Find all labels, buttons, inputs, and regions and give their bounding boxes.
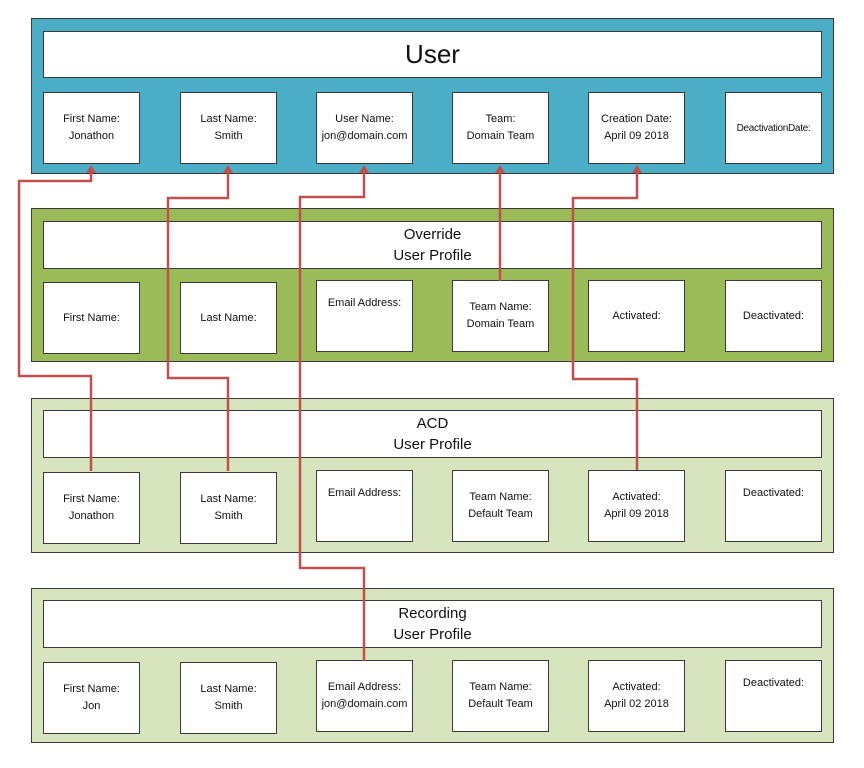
field-label: Deactivated: [742,309,805,322]
field-label: First Name: [63,493,120,505]
title-line: ACD [416,415,449,432]
field-label: Activated: [612,491,661,503]
field-label: Email Address: [327,681,402,693]
field-value: Smith [214,700,243,712]
recording-title: Recording User Profile [43,600,822,648]
field-label: Activated: [612,681,661,693]
acd-email-field: Email Address: [316,470,413,542]
acd-activated-field: Activated: April 09 2018 [588,470,685,542]
field-value: April 09 2018 [604,130,669,142]
field-label: First Name: [63,311,120,324]
override-title: Override User Profile [43,221,822,269]
user-title: User [43,31,822,78]
acd-title: ACD User Profile [43,410,822,458]
title-line: User Profile [393,247,472,264]
field-value: jon@domain.com [321,698,408,710]
field-label: Deactivated: [742,677,805,689]
title-line: User Profile [393,436,472,453]
recording-deactivated-field: Deactivated: [725,660,822,732]
field-label: Email Address: [327,487,402,499]
user-team-field: Team: Domain Team [452,92,549,164]
recording-profile-panel: Recording User Profile First Name: Jon L… [31,588,834,743]
acd-last-name-field: Last Name: Smith [180,472,277,544]
user-title-text: User [405,39,460,69]
field-value: April 02 2018 [604,698,669,710]
title-line: Override [403,226,462,243]
override-last-name-field: Last Name: [180,282,277,354]
override-deactivated-field: Deactivated: [725,280,822,352]
recording-email-field: Email Address: jon@domain.com [316,660,413,732]
field-value: Smith [214,130,243,142]
field-value: Smith [214,510,243,522]
recording-first-name-field: First Name: Jon [43,662,140,734]
field-label: Team Name: [469,301,532,313]
field-value: Jonathon [68,510,115,522]
field-label: Team Name: [469,681,532,693]
field-value: Domain Team [466,130,535,142]
override-first-name-field: First Name: [43,282,140,354]
field-value: April 09 2018 [604,508,669,520]
user-last-name-field: Last Name: Smith [180,92,277,164]
acd-team-name-field: Team Name: Default Team [452,470,549,542]
override-email-field: Email Address: [316,280,413,352]
field-label: Deactivated: [742,487,805,499]
field-value: Default Team [468,698,533,710]
field-label: First Name: [63,683,120,695]
user-first-name-field: First Name: Jonathon [43,92,140,164]
recording-last-name-field: Last Name: Smith [180,662,277,734]
field-label: Team: [485,113,516,125]
field-value: jon@domain.com [321,130,408,142]
field-value: Domain Team [466,318,535,330]
field-label: Last Name: [200,113,257,125]
field-label: Activated: [612,309,661,322]
acd-profile-panel: ACD User Profile First Name: Jonathon La… [31,398,834,553]
field-label: DeactivationDate: [736,122,811,134]
user-user-name-field: User Name: jon@domain.com [316,92,413,164]
user-creation-date-field: Creation Date: April 09 2018 [588,92,685,164]
field-label: Last Name: [200,683,257,695]
recording-team-name-field: Team Name: Default Team [452,660,549,732]
field-value: Default Team [468,508,533,520]
field-label: Last Name: [200,311,257,324]
title-line: Recording [398,605,467,622]
acd-first-name-field: First Name: Jonathon [43,472,140,544]
field-value: Jon [82,700,101,712]
override-activated-field: Activated: [588,280,685,352]
title-line: User Profile [393,626,472,643]
override-team-name-field: Team Name: Domain Team [452,280,549,352]
field-label: Creation Date: [601,113,672,125]
recording-activated-field: Activated: April 02 2018 [588,660,685,732]
field-label: First Name: [63,113,120,125]
field-label: Team Name: [469,491,532,503]
acd-deactivated-field: Deactivated: [725,470,822,542]
field-label: User Name: [335,113,394,125]
field-label: Last Name: [200,493,257,505]
override-profile-panel: Override User Profile First Name: Last N… [31,208,834,362]
user-deactivation-date-field: DeactivationDate: [725,92,822,164]
user-panel: User First Name: Jonathon Last Name: Smi… [31,18,834,174]
field-label: Email Address: [327,297,402,309]
field-value: Jonathon [68,130,115,142]
